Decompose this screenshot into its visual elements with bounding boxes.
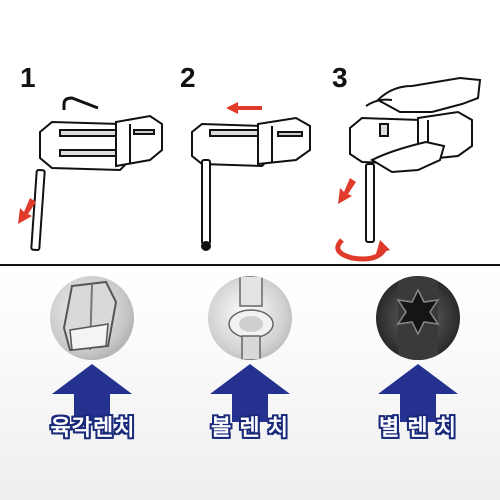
star-wrench-label: 별 렌 치 (379, 415, 457, 440)
up-arrow-icon (378, 364, 458, 422)
left-arrow-icon (226, 102, 262, 114)
step-number-1: 1 (20, 62, 36, 93)
star-torx-tip-icon (376, 276, 460, 360)
rotate-arrow-icon (335, 238, 390, 262)
panel-divider (0, 264, 500, 266)
step-2-tool-icon (191, 116, 311, 251)
ball-end-wrench-label: 볼 렌 치 (211, 415, 289, 440)
ball-end-tip-icon (208, 276, 292, 360)
step-number-3: 3 (332, 62, 348, 93)
step-illustrations (18, 76, 482, 262)
down-arrow-icon (18, 198, 36, 224)
step-number-2: 2 (180, 62, 196, 93)
step-3-tool-icon (349, 76, 482, 243)
down-arrow-icon (338, 178, 356, 204)
up-arrow-icon (52, 364, 132, 422)
hex-key-tip-icon (50, 276, 134, 360)
up-arrow-icon (210, 364, 290, 422)
hex-key-label: 육각렌치 (50, 415, 136, 440)
step-1-tool-icon (30, 96, 163, 252)
